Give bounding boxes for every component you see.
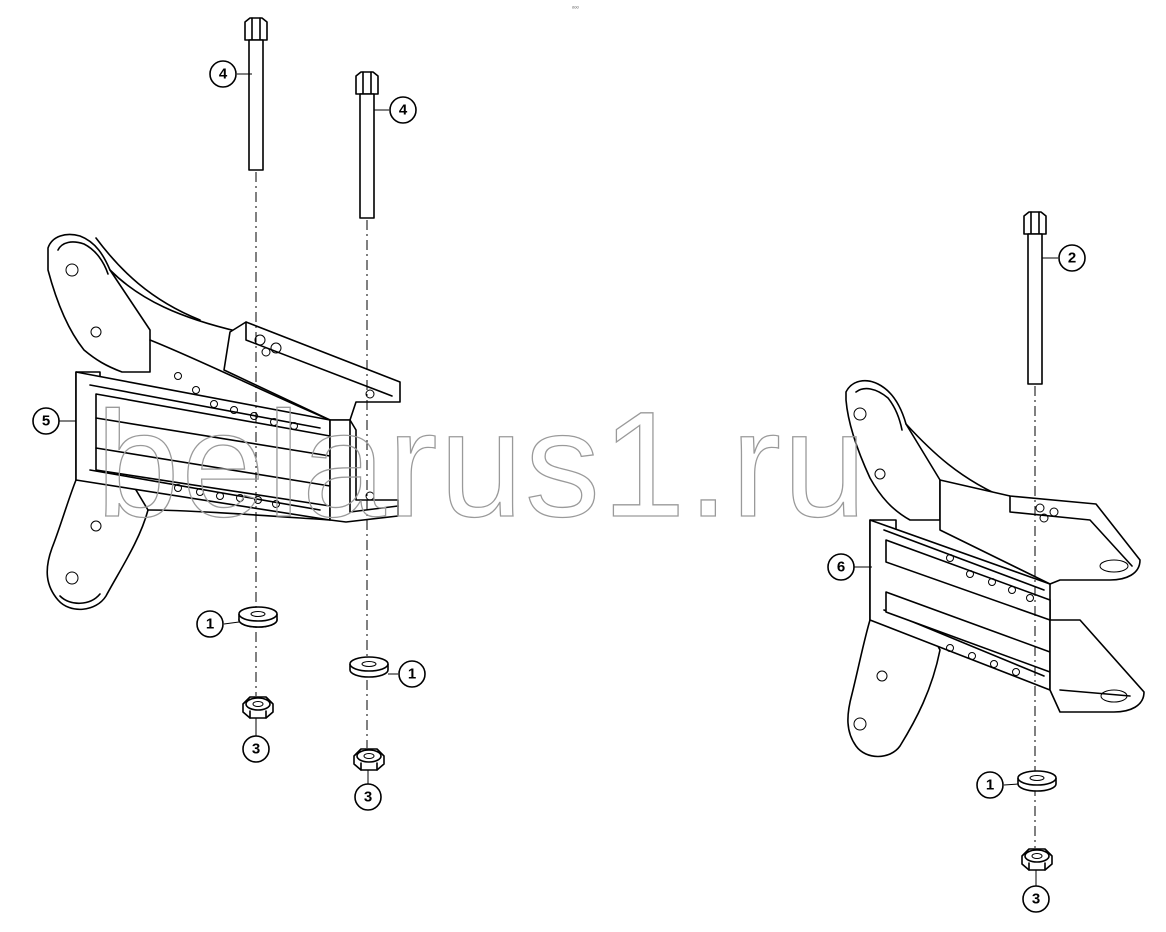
washer-left-2	[349, 656, 389, 678]
svg-text:3: 3	[1032, 891, 1040, 908]
washer-left-1	[238, 606, 278, 628]
callout-nut-right: 3	[1022, 870, 1050, 913]
washer-right	[1017, 770, 1057, 792]
svg-text:3: 3	[364, 789, 372, 806]
svg-text:1: 1	[408, 666, 416, 683]
svg-text:1: 1	[986, 777, 994, 794]
nut-right	[1021, 848, 1053, 871]
svg-text:4: 4	[399, 102, 408, 119]
svg-text:1: 1	[206, 616, 214, 633]
callout-bolt-left-1: 4	[209, 60, 252, 88]
callout-washer-right: 1	[976, 771, 1019, 799]
callout-bolt-left-2: 4	[374, 96, 417, 124]
callout-bracket-left: 5	[32, 407, 76, 435]
bracket-right	[845, 379, 1145, 758]
callout-bracket-right: 6	[827, 553, 872, 581]
watermark-text: belarus1.ru	[96, 380, 868, 548]
svg-text:2: 2	[1068, 250, 1076, 267]
svg-text:4: 4	[219, 66, 228, 83]
svg-text:3: 3	[252, 741, 260, 758]
bolt-right	[1023, 211, 1047, 385]
nut-left-1	[242, 696, 274, 719]
bolt-left-2	[355, 71, 379, 219]
callout-washer-left-1: 1	[196, 610, 240, 638]
svg-text:5: 5	[42, 413, 50, 430]
sheet-mark: ₒₒₒ	[572, 4, 580, 10]
bracket-left	[46, 233, 401, 611]
nut-left-2	[353, 748, 385, 771]
callout-washer-left-2: 1	[388, 660, 426, 688]
svg-text:6: 6	[837, 559, 845, 576]
bolt-left-1	[244, 17, 268, 171]
callout-bolt-right: 2	[1042, 244, 1086, 272]
callout-nut-left-1: 3	[242, 718, 270, 763]
callout-nut-left-2: 3	[354, 770, 382, 811]
